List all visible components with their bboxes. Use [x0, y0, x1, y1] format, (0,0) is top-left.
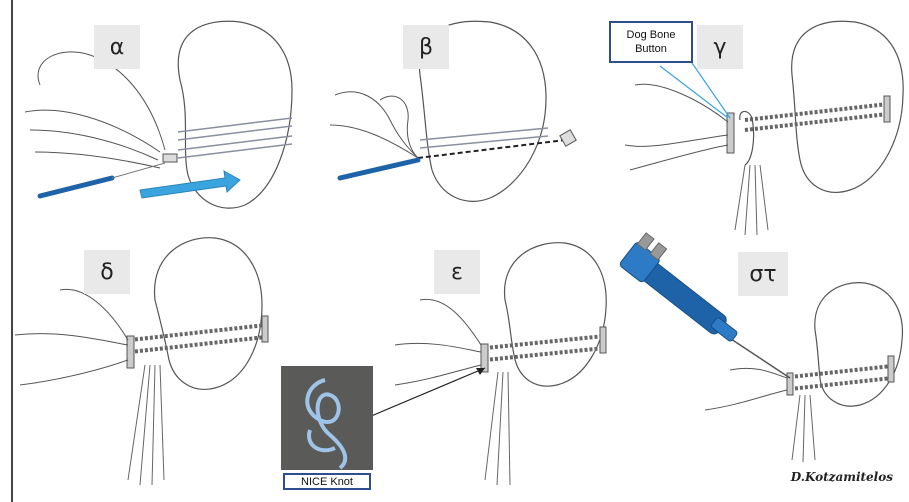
callout-line-2: Button [627, 42, 676, 56]
panel-label-alpha: α [94, 25, 140, 69]
dog-bone-button-callout: Dog Bone Button [609, 21, 693, 63]
panel-label-delta: δ [84, 250, 130, 294]
callout-line-1: Dog Bone [627, 28, 676, 42]
panel-beta-drawing [330, 21, 576, 201]
panel-delta-drawing [15, 238, 268, 485]
knot-photo-caption: NICE Knot [283, 473, 371, 490]
panel-label-gamma: γ [697, 25, 743, 69]
knot-photo-drawing [281, 366, 373, 470]
tensioner-tool [619, 232, 752, 349]
panel-label-beta: β [403, 25, 449, 69]
left-border-rule [11, 0, 13, 502]
panel-alpha-drawing [25, 21, 292, 208]
panel-label-epsilon: ε [434, 250, 480, 294]
author-signature: D.Kotzamitelos [791, 470, 893, 484]
panel-label-stigma: στ [738, 252, 788, 296]
